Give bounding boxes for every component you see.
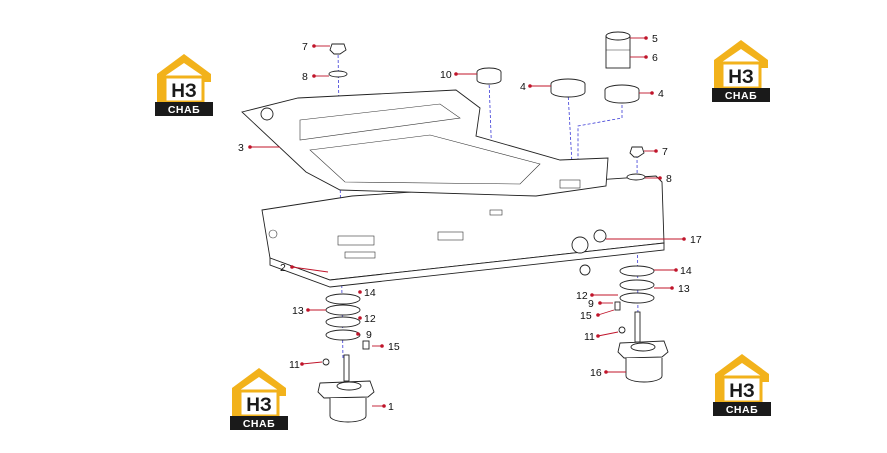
nut-top-right xyxy=(629,146,645,158)
svg-text:НЗ: НЗ xyxy=(729,381,755,402)
nut-top-left xyxy=(329,43,347,55)
svg-text:6: 6 xyxy=(652,52,658,64)
base-plate xyxy=(261,175,665,288)
svg-text:7: 7 xyxy=(302,41,308,53)
svg-text:13: 13 xyxy=(678,283,690,295)
callout-15-right: 15 xyxy=(580,309,615,322)
svg-text:13: 13 xyxy=(292,305,304,317)
washer-top-left xyxy=(328,70,348,78)
svg-text:14: 14 xyxy=(364,287,376,299)
callout-2: 2 xyxy=(280,262,329,274)
mount-part-5-6 xyxy=(605,31,631,69)
callout-17: 17 xyxy=(606,234,702,246)
callout-7-top-left: 7 xyxy=(302,41,330,53)
bushing-part-10 xyxy=(476,67,502,85)
svg-text:СНАБ: СНАБ xyxy=(243,418,275,430)
svg-text:14: 14 xyxy=(680,265,692,277)
callout-8-top-right: 8 xyxy=(645,173,672,185)
svg-text:5: 5 xyxy=(652,33,658,45)
svg-text:8: 8 xyxy=(302,71,308,83)
svg-text:17: 17 xyxy=(690,234,702,246)
callout-11-right: 11 xyxy=(584,331,619,343)
svg-text:НЗ: НЗ xyxy=(171,81,197,102)
svg-text:СНАБ: СНАБ xyxy=(725,90,757,102)
svg-text:9: 9 xyxy=(366,329,372,341)
svg-text:7: 7 xyxy=(662,146,668,158)
watermark-logo: НЗ СНАБ xyxy=(155,54,213,116)
svg-text:СНАБ: СНАБ xyxy=(168,104,200,116)
svg-text:2: 2 xyxy=(280,262,286,274)
callout-7-top-right: 7 xyxy=(644,146,668,158)
callout-13-left: 13 xyxy=(292,305,326,317)
callout-9-right: 9 xyxy=(588,298,613,310)
svg-text:11: 11 xyxy=(584,331,595,343)
svg-text:15: 15 xyxy=(580,310,592,322)
callout-5: 5 xyxy=(630,33,658,45)
callout-14-right: 14 xyxy=(654,265,692,277)
callout-4-right: 4 xyxy=(639,88,664,100)
right-damper-stack xyxy=(614,265,655,343)
callout-12-right: 12 xyxy=(576,290,618,302)
watermark-logo: НЗ СНАБ xyxy=(713,354,771,416)
motor-part-1 xyxy=(317,358,375,423)
svg-text:11: 11 xyxy=(289,359,300,371)
motor-part-16 xyxy=(617,326,669,383)
svg-text:НЗ: НЗ xyxy=(728,67,754,88)
callout-14-left: 14 xyxy=(358,287,376,299)
callout-3: 3 xyxy=(238,142,280,154)
callout-12-left: 12 xyxy=(358,313,376,325)
svg-text:1: 1 xyxy=(388,401,394,413)
watermark-logo: НЗ СНАБ xyxy=(230,368,288,430)
svg-text:12: 12 xyxy=(576,290,588,302)
washer-top-right xyxy=(626,173,646,181)
svg-text:3: 3 xyxy=(238,142,244,154)
svg-text:НЗ: НЗ xyxy=(246,395,272,416)
svg-text:10: 10 xyxy=(440,69,452,81)
svg-text:8: 8 xyxy=(666,173,672,185)
svg-text:12: 12 xyxy=(364,313,376,325)
callout-11-left: 11 xyxy=(289,359,323,371)
left-damper-stack xyxy=(325,293,370,382)
svg-text:15: 15 xyxy=(388,341,400,353)
bushing-part-4-right xyxy=(604,84,640,104)
callout-10: 10 xyxy=(440,69,477,81)
top-frame xyxy=(241,89,609,216)
bushing-part-4-left xyxy=(550,78,586,98)
callout-4-left: 4 xyxy=(520,81,551,93)
svg-text:16: 16 xyxy=(590,367,602,379)
svg-text:9: 9 xyxy=(588,298,594,310)
callout-1: 1 xyxy=(372,401,394,413)
watermark-logo: НЗ СНАБ xyxy=(712,40,770,102)
svg-text:СНАБ: СНАБ xyxy=(726,404,758,416)
svg-text:4: 4 xyxy=(658,88,664,100)
callout-9-left: 9 xyxy=(356,329,372,341)
callout-13-right: 13 xyxy=(654,283,690,295)
callout-16: 16 xyxy=(590,367,626,379)
svg-text:4: 4 xyxy=(520,81,526,93)
callout-6: 6 xyxy=(630,52,658,64)
callout-8-top-left: 8 xyxy=(302,71,329,83)
callout-15-left: 15 xyxy=(372,341,400,353)
